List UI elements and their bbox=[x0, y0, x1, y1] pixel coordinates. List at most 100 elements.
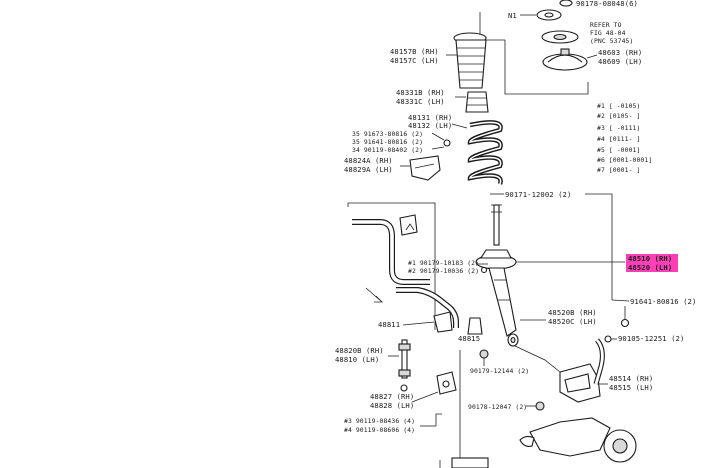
refer-to-line2[interactable]: FIG 48-04 bbox=[590, 29, 626, 37]
nut-90179-part[interactable] bbox=[479, 349, 489, 359]
p90179-10183-label[interactable]: #1 90179-10183 (2) bbox=[408, 259, 479, 267]
refer-to-line1[interactable]: REFER TO bbox=[590, 21, 622, 29]
bolt-48815-part[interactable] bbox=[467, 317, 483, 335]
p48331c-label[interactable]: 48331C (LH) bbox=[396, 97, 445, 106]
p48157c-label[interactable]: 48157C (LH) bbox=[390, 56, 439, 65]
p48520-label[interactable]: 48520 (LH) bbox=[628, 263, 672, 272]
boot-ribs bbox=[457, 47, 485, 81]
support-mount-stud bbox=[560, 48, 570, 56]
p48510-label[interactable]: 48510 (RH) bbox=[628, 254, 672, 263]
direction-arrow bbox=[365, 287, 383, 303]
bar-bracket-part[interactable] bbox=[399, 214, 418, 236]
p48820b-label[interactable]: 48820B (RH) bbox=[335, 346, 384, 355]
stabilizer-bar-inner bbox=[352, 220, 430, 284]
connect-line1 bbox=[514, 345, 561, 373]
p48811-leader bbox=[402, 321, 435, 326]
lower-arm-detail bbox=[564, 373, 591, 393]
bracket-48824-part[interactable] bbox=[409, 155, 441, 181]
bracket-48824-detail bbox=[414, 163, 435, 169]
p48603-label[interactable]: 48603 (RH) bbox=[598, 48, 642, 57]
legend-item: #4 [0111- ] bbox=[597, 135, 640, 143]
n1-washer-hole bbox=[544, 12, 554, 18]
top-clip-label[interactable]: 90178-08048(6) bbox=[576, 0, 638, 8]
p48824a-label[interactable]: 48824A (RH) bbox=[344, 156, 393, 165]
p91641b-leader bbox=[611, 299, 630, 302]
refer-to-line3[interactable]: (PNC 53745) bbox=[590, 37, 633, 45]
p48827-leader bbox=[411, 391, 439, 403]
p90171-long-leader bbox=[585, 193, 613, 300]
p48829a-label[interactable]: 48829A (LH) bbox=[344, 165, 393, 174]
legend: #1 [ -0105) #2 [0105- ] #3 [ -0111) #4 [… bbox=[597, 102, 652, 174]
p90119-label[interactable]: 34 90119-08402 (2) bbox=[352, 146, 423, 154]
legend-item: #6 [0001-0001] bbox=[597, 156, 652, 164]
ball-joint-part[interactable] bbox=[519, 435, 535, 447]
p90119-bolt2-label[interactable]: #4 90119-08606 (4) bbox=[344, 426, 415, 434]
p48609-label[interactable]: 48609 (LH) bbox=[598, 57, 642, 66]
p91641-80816-label[interactable]: 91641-80816 (2) bbox=[630, 297, 696, 306]
n1-label[interactable]: N1 bbox=[508, 11, 517, 20]
p48520b-label[interactable]: 48520B (RH) bbox=[548, 308, 597, 317]
highlight-box-lh bbox=[626, 263, 678, 272]
stabilizer-group: #1 90179-10183 (2) #2 90179-10036 (2) 48… bbox=[347, 202, 488, 343]
piston-rod-part[interactable] bbox=[493, 204, 500, 246]
bolt-90105-part[interactable] bbox=[604, 335, 612, 343]
bolt-leader2 bbox=[435, 413, 442, 426]
p51673-label[interactable]: 35 91673-80816 (2) bbox=[352, 130, 423, 138]
p48811-label[interactable]: 48811 bbox=[378, 320, 400, 329]
p48131-label[interactable]: 48131 (RH) bbox=[408, 113, 452, 122]
p90105-label[interactable]: 90105-12251 (2) bbox=[618, 334, 684, 343]
p91641-label[interactable]: 35 91641-80816 (2) bbox=[352, 138, 423, 146]
p48603-leader bbox=[586, 54, 598, 59]
p90179-10036-label[interactable]: #2 90179-10036 (2) bbox=[408, 267, 479, 275]
p90179-12144-label[interactable]: 90179-12144 (2) bbox=[470, 367, 529, 375]
p90178-12047-label[interactable]: 90178-12047 (2) bbox=[468, 403, 527, 411]
bushing-part[interactable] bbox=[433, 311, 453, 333]
nut-part[interactable] bbox=[480, 266, 488, 274]
hub-center bbox=[612, 438, 628, 454]
arm-upper-link-inner bbox=[594, 339, 604, 385]
coil-spring-highlight bbox=[469, 121, 502, 185]
p48157b-label[interactable]: 48157B (RH) bbox=[390, 47, 439, 56]
shock-absorber-group: 90171-12002 (2) 48510 (RH) 48520 (LH) bbox=[475, 190, 678, 347]
stabilizer-enclosure bbox=[347, 202, 436, 330]
shock-body-part[interactable] bbox=[488, 267, 517, 337]
spring-seat-top bbox=[480, 249, 512, 259]
link-bar-inner bbox=[396, 288, 458, 328]
p48514-label[interactable]: 48514 (RH) bbox=[609, 374, 653, 383]
legend-item: #1 [ -0105) bbox=[597, 102, 640, 110]
legend-item: #7 [0001- ] bbox=[597, 166, 640, 174]
p48515-label[interactable]: 48515 (LH) bbox=[609, 383, 653, 392]
p48815-label[interactable]: 48815 bbox=[458, 334, 480, 343]
bolt-91641-part[interactable] bbox=[620, 318, 630, 328]
shock-lower-eye-hole bbox=[510, 336, 516, 344]
bearing-plate-hole bbox=[553, 33, 567, 41]
fastener-leader1 bbox=[431, 132, 445, 141]
p48331b-label[interactable]: 48331B (RH) bbox=[396, 88, 445, 97]
p90119-bolt1-label[interactable]: #3 90119-08436 (4) bbox=[344, 417, 415, 425]
knuckle-part[interactable] bbox=[529, 417, 611, 457]
legend-item: #2 [0105- ] bbox=[597, 112, 640, 120]
p48827-label[interactable]: 48827 (RH) bbox=[370, 392, 414, 401]
upper-mount-group: 90178-08048(6) N1 REFER TO FIG 48-04 (PN… bbox=[479, 0, 642, 95]
fastener-bolt-part[interactable] bbox=[443, 139, 451, 147]
coil-spring-group: 48131 (RH) 48132 (LH) bbox=[408, 113, 503, 185]
bump-stopper-part[interactable] bbox=[465, 91, 489, 113]
lower-group: 48520B (RH) 48520C (LH) 91641-80816 (2) … bbox=[335, 297, 696, 468]
bottom-bracket-part[interactable] bbox=[451, 457, 489, 468]
legend-item: #3 [ -0111) bbox=[597, 124, 640, 132]
p90171-label[interactable]: 90171-12002 (2) bbox=[505, 190, 571, 199]
p48828-label[interactable]: 48828 (LH) bbox=[370, 401, 414, 410]
legend-item: #5 [ -0001] bbox=[597, 146, 640, 154]
nut-90178-part[interactable] bbox=[535, 401, 545, 411]
p48520c-label[interactable]: 48520C (LH) bbox=[548, 317, 597, 326]
fastener-leader2 bbox=[431, 146, 445, 150]
p48132-label[interactable]: 48132 (LH) bbox=[408, 121, 452, 130]
mount-bracket-outline bbox=[479, 12, 589, 95]
p48810-label[interactable]: 48810 (LH) bbox=[335, 355, 379, 364]
bushing-bracket-hole bbox=[442, 380, 450, 388]
stabilizer-link-part[interactable] bbox=[398, 339, 411, 392]
p48131-leader bbox=[451, 123, 468, 129]
left-fastener-labels: 35 91673-80816 (2) 35 91641-80816 (2) 34… bbox=[344, 130, 451, 181]
top-nut-part[interactable] bbox=[559, 0, 573, 7]
